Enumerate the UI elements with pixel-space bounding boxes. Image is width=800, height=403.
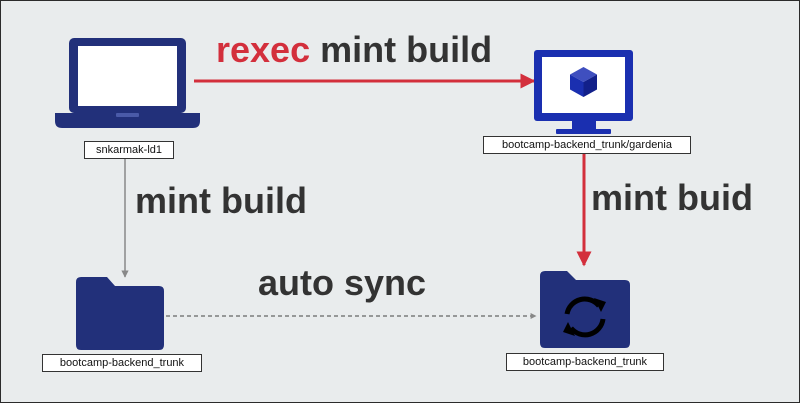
remote-build-edge-label: mint buid: [591, 177, 753, 218]
rexec-command: mint build: [310, 29, 493, 70]
monitor-cube-icon: [534, 50, 633, 134]
rexec-keyword: rexec: [216, 29, 311, 70]
auto-sync-edge-label: auto sync: [258, 262, 427, 303]
rexec-edge-label: rexec mint build: [216, 30, 492, 70]
local-folder-label: bootcamp-backend_trunk: [42, 354, 202, 372]
laptop-label: snkarmak-ld1: [84, 141, 174, 159]
folder-icon: [76, 277, 164, 350]
folder-sync-icon: [540, 271, 630, 348]
laptop-icon: [55, 38, 200, 128]
remote-vm-label: bootcamp-backend_trunk/gardenia: [483, 136, 691, 154]
remote-folder-label: bootcamp-backend_trunk: [506, 353, 664, 371]
local-build-edge-label: mint build: [135, 180, 307, 221]
